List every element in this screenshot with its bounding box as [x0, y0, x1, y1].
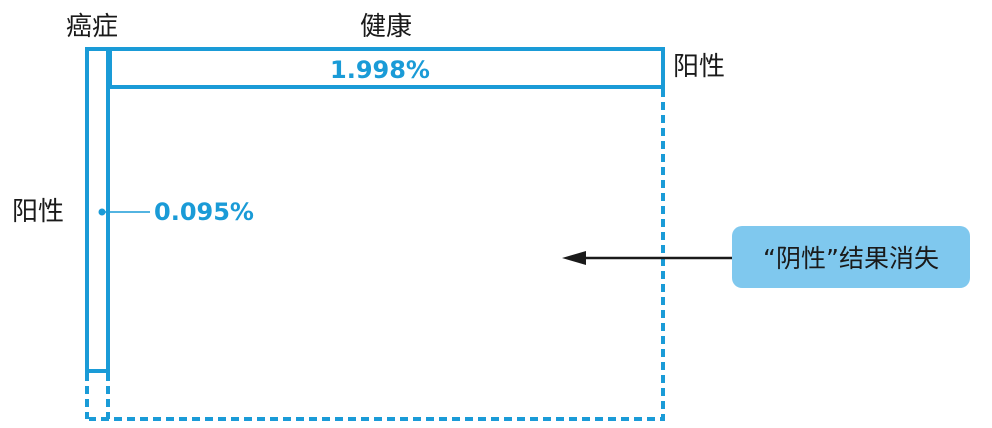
healthy-positive-value: 1.998%: [330, 56, 430, 84]
cancer-label: 癌症: [66, 12, 119, 42]
cancer-positive-value: 0.095%: [154, 198, 254, 226]
callout-arrow-head: [562, 251, 586, 265]
cancer-positive-region: [85, 47, 110, 373]
callout-box: “阴性”结果消失: [732, 226, 970, 288]
negative-dashed-outline: [89, 89, 665, 421]
callout-text: “阴性”结果消失: [763, 244, 939, 273]
healthy-label: 健康: [360, 12, 413, 42]
healthy-positive-region: [108, 47, 665, 89]
leader-dot: [98, 208, 106, 216]
positive-label-left: 阳性: [12, 197, 65, 227]
positive-label-right: 阳性: [673, 52, 726, 82]
cancer-negative-dashed-region: [85, 373, 110, 419]
